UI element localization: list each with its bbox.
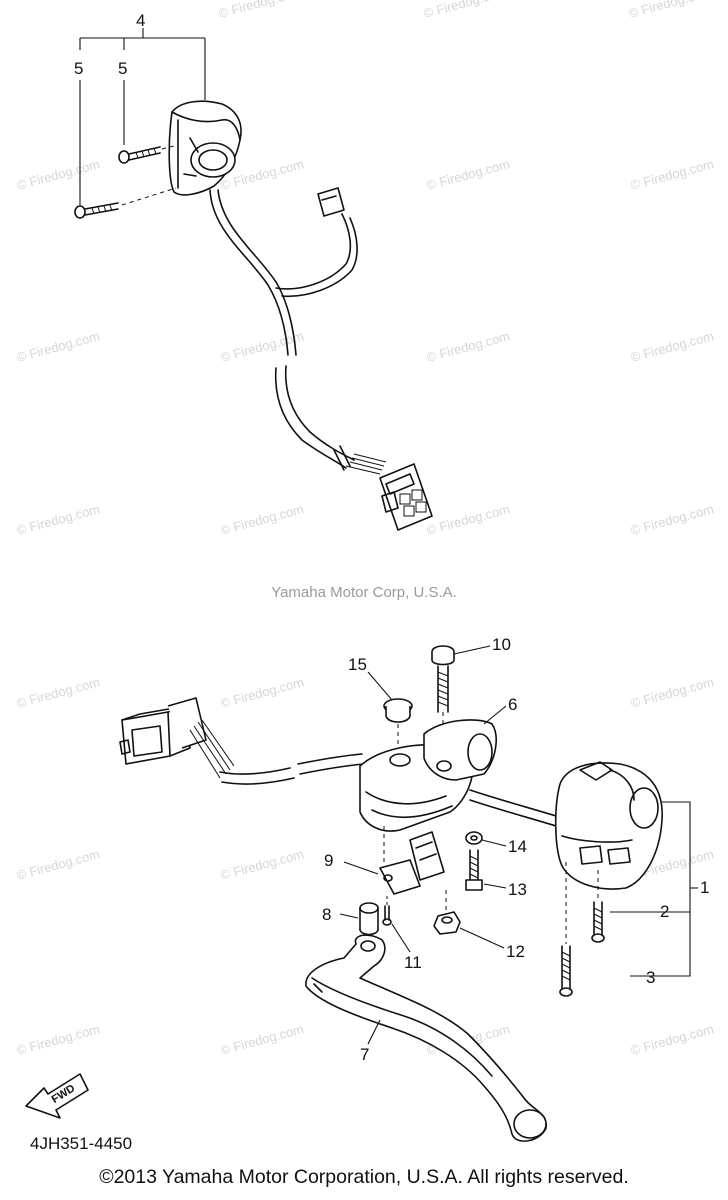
watermark: © Firedog.com bbox=[15, 156, 101, 193]
watermark: © Firedog.com bbox=[629, 328, 715, 365]
wire-harness bbox=[219, 753, 557, 827]
screw bbox=[559, 862, 573, 997]
watermark: © Firedog.com bbox=[15, 846, 101, 883]
watermark: © Firedog.com bbox=[219, 1021, 305, 1058]
callout-5: 5 bbox=[74, 59, 83, 78]
connector bbox=[119, 697, 235, 779]
copyright-notice: ©2013 Yamaha Motor Corporation, U.S.A. A… bbox=[99, 1166, 629, 1188]
right-switch-housing bbox=[554, 761, 663, 890]
forward-arrow-icon: FWD bbox=[25, 1073, 89, 1119]
callout-7: 7 bbox=[360, 1045, 369, 1064]
callout-10: 10 bbox=[492, 635, 511, 654]
watermark: © Firedog.com bbox=[15, 328, 101, 365]
screw bbox=[591, 870, 605, 943]
watermark: © Firedog.com bbox=[629, 1021, 715, 1058]
callout-3: 3 bbox=[646, 968, 655, 987]
watermark: © Firedog.com bbox=[425, 156, 511, 193]
lever-bracket bbox=[359, 705, 507, 832]
callout-bracket-4 bbox=[79, 28, 206, 205]
brake-lever bbox=[305, 934, 547, 1142]
watermark: © Firedog.com bbox=[627, 0, 713, 21]
watermark: © Firedog.com bbox=[15, 501, 101, 538]
callout-4: 4 bbox=[136, 11, 145, 30]
diagram-code: 4JH351-4450 bbox=[30, 1134, 133, 1153]
watermark: © Firedog.com bbox=[15, 674, 101, 711]
nut bbox=[433, 890, 505, 949]
watermark: © Firedog.com bbox=[629, 674, 715, 711]
left-switch-housing bbox=[168, 100, 242, 196]
callout-12: 12 bbox=[506, 942, 525, 961]
wire-harness bbox=[209, 187, 387, 475]
callout-13: 13 bbox=[508, 880, 527, 899]
bolt bbox=[465, 849, 507, 891]
brake-switch bbox=[343, 826, 445, 895]
callout-14: 14 bbox=[508, 837, 527, 856]
watermark: © Firedog.com bbox=[219, 501, 305, 538]
screw bbox=[118, 144, 179, 164]
screw bbox=[74, 187, 177, 219]
callout-8: 8 bbox=[322, 905, 331, 924]
callout-6: 6 bbox=[508, 695, 517, 714]
callout-11: 11 bbox=[404, 953, 422, 972]
watermark: © Firedog.com bbox=[629, 156, 715, 193]
watermark: © Firedog.com bbox=[629, 501, 715, 538]
callout-15: 15 bbox=[348, 655, 367, 674]
screw bbox=[382, 896, 411, 953]
callout-2: 2 bbox=[660, 902, 669, 921]
cap bbox=[367, 671, 413, 760]
watermark: © Firedog.com bbox=[425, 501, 511, 538]
washer bbox=[465, 831, 507, 847]
callout-bracket-1 bbox=[610, 801, 698, 977]
collar bbox=[339, 902, 379, 936]
callout-1: 1 bbox=[700, 878, 709, 897]
watermark: © Firedog.com bbox=[217, 0, 303, 21]
connector bbox=[379, 463, 433, 531]
watermark: © Firedog.com bbox=[219, 674, 305, 711]
center-credit: Yamaha Motor Corp, U.S.A. bbox=[271, 584, 457, 601]
watermark: © Firedog.com bbox=[425, 328, 511, 365]
watermark: © Firedog.com bbox=[422, 0, 508, 21]
callout-9: 9 bbox=[324, 851, 333, 870]
watermark: © Firedog.com bbox=[15, 1021, 101, 1058]
watermark: © Firedog.com bbox=[219, 328, 305, 365]
watermark: © Firedog.com bbox=[219, 846, 305, 883]
callout-5: 5 bbox=[118, 59, 127, 78]
